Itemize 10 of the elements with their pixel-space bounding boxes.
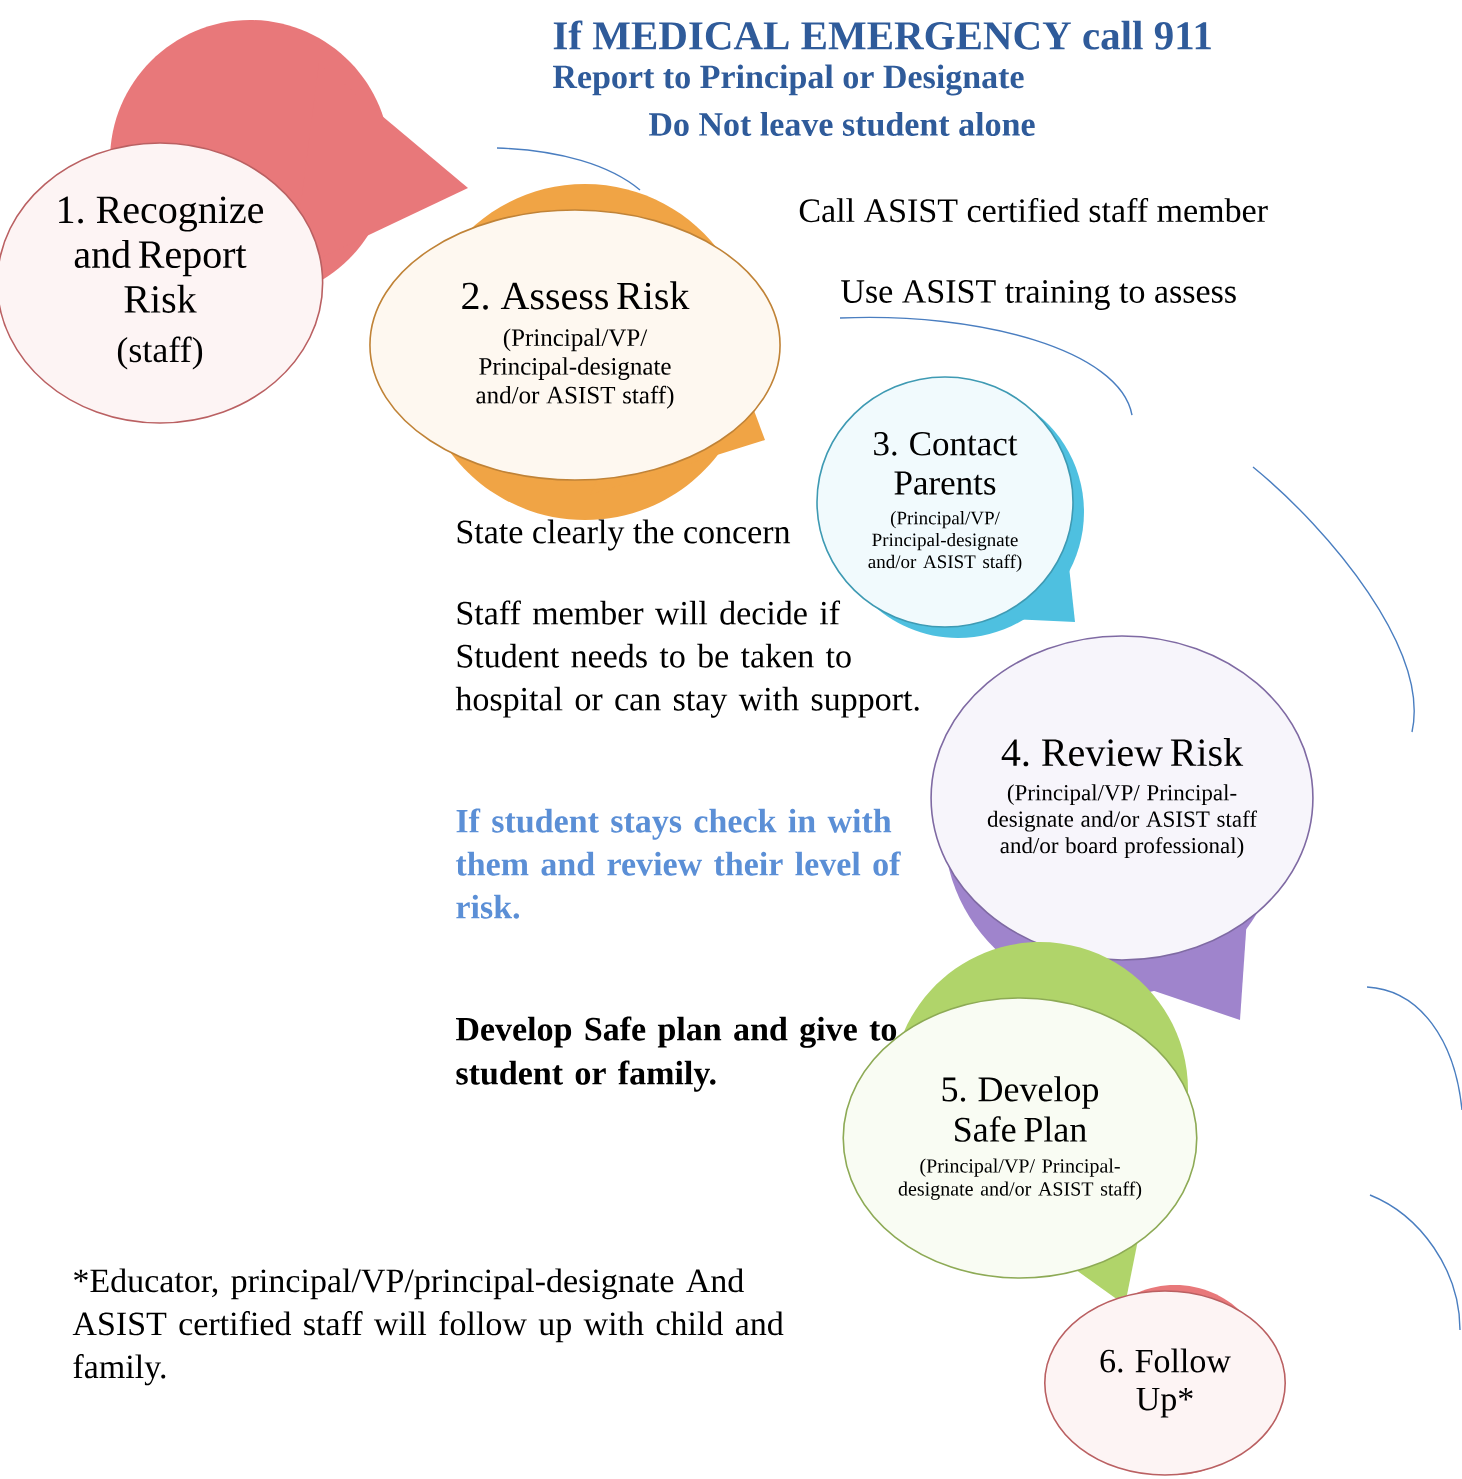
- instruction-text: Use ASIST training to assess: [841, 280, 1236, 310]
- footnote-text: *Educator, principal/VP/principal-designate And ASIST certified staff will follow up with child and family.: [72, 1268, 784, 1386]
- step-bubble: 6. Follow Up*: [1044, 1285, 1286, 1476]
- instruction-text: State clearly the concern: [457, 519, 791, 551]
- note-text: If student stays check in with them and review their level of risk.: [455, 808, 901, 919]
- subheading: Do Not leave student alone: [649, 112, 1035, 136]
- instruction-text: Call ASIST certified staff member: [799, 197, 1268, 223]
- heading: If MEDICAL EMERGENCY call 911: [553, 20, 1211, 50]
- subheading: Report to Principal or Designate: [553, 64, 1024, 96]
- step-bubble: 2. Assess Risk (Principal/VP/ Principal-designate and/or ASIST staff): [369, 184, 781, 520]
